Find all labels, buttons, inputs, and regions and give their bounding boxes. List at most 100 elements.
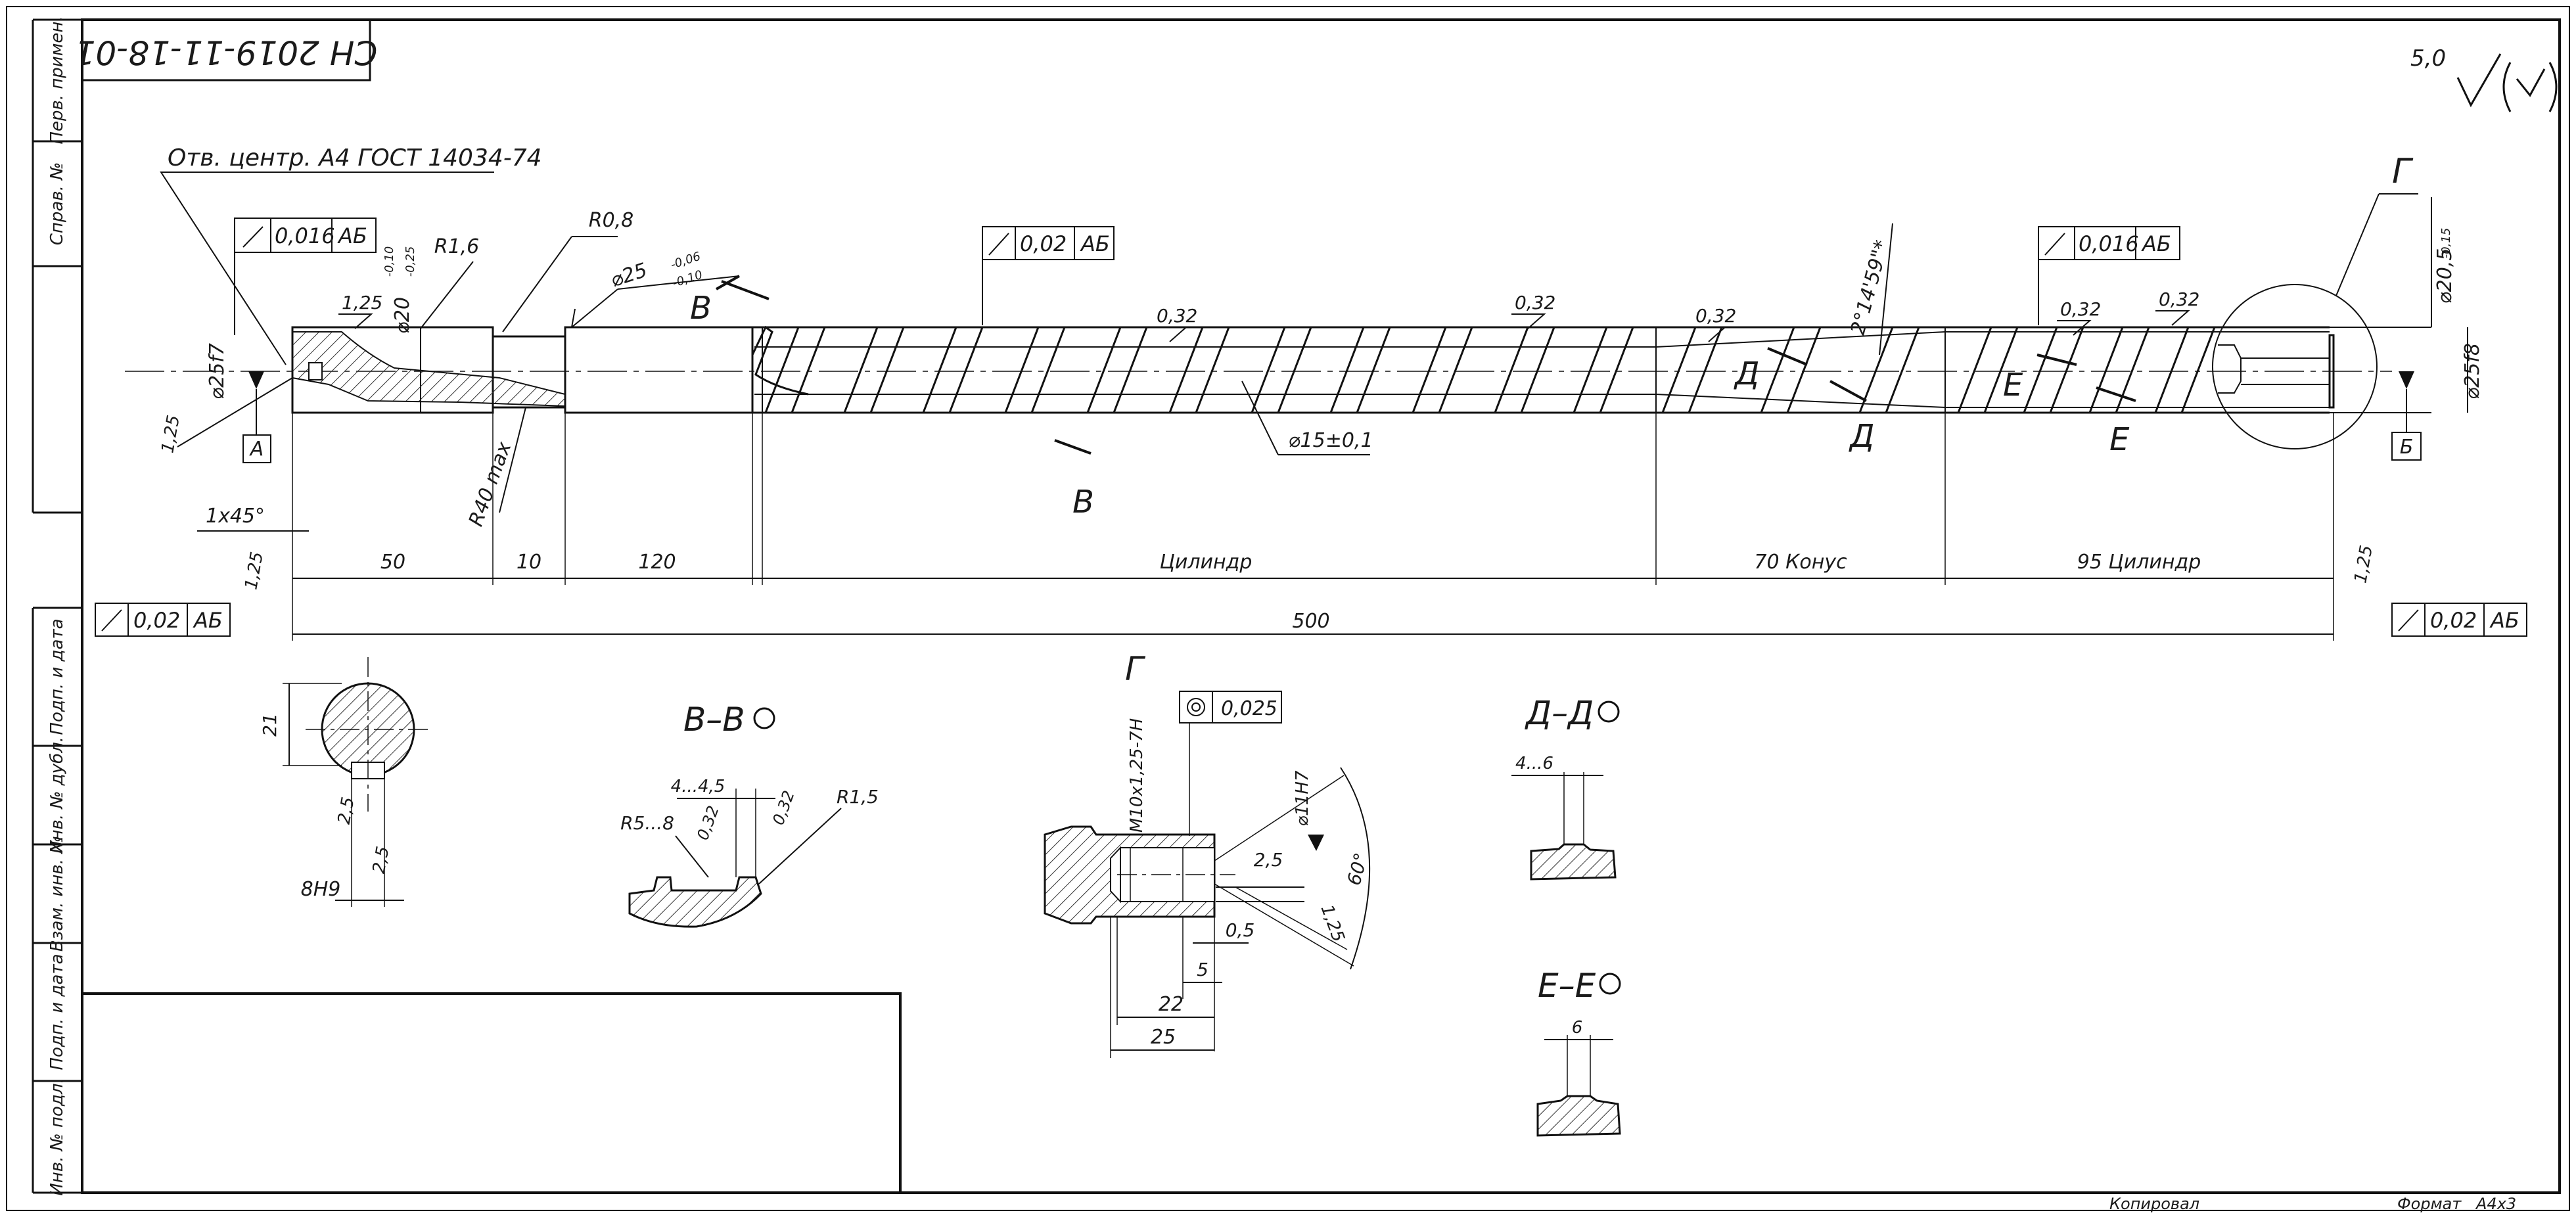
flight-segment bbox=[1250, 326, 1313, 414]
dia-25-tol-lo: -0,10 bbox=[671, 268, 704, 290]
section-vv-r2: R1,5 bbox=[837, 786, 879, 808]
tolerance-datum: АБ bbox=[337, 223, 367, 248]
tolerance-frame-left-top: 0,016 АБ bbox=[234, 218, 377, 335]
datum-b-marker: Б bbox=[2391, 371, 2422, 461]
surface-finish-symbol: 5,0 bbox=[2410, 45, 2558, 112]
section-mark-d-bottom: Д bbox=[1849, 418, 1875, 455]
section-vv-view: В–В 4...4,5 R5...8 0,32 0,32 R1,5 bbox=[620, 700, 879, 928]
section-ee-width: 6 bbox=[1572, 1018, 1583, 1038]
roughness-tick bbox=[1692, 327, 1727, 342]
edge-value: 1,25 bbox=[158, 414, 184, 455]
flight-segment bbox=[1086, 326, 1149, 414]
flight-segment bbox=[1329, 326, 1392, 414]
roughness-tick bbox=[2155, 310, 2190, 326]
flight-segment bbox=[1411, 326, 1474, 414]
tolerance-value: 0,02 bbox=[1020, 231, 1067, 256]
radius-r40: R40 max bbox=[465, 439, 517, 530]
detail-g-tolerance: 0,025 bbox=[1221, 697, 1277, 720]
roughness-value: 1,25 bbox=[342, 292, 382, 313]
datum-b-label: Б bbox=[2400, 436, 2414, 459]
tolerance-frame-bottom-left: 0,02 АБ bbox=[95, 603, 231, 637]
section-mark-v-bottom: В bbox=[1072, 484, 1094, 520]
roughness-tick bbox=[2057, 320, 2092, 336]
tolerance-value: 0,02 bbox=[2430, 608, 2477, 633]
key-height: 21 bbox=[259, 713, 281, 737]
dia-25f8: ⌀25f8 bbox=[2461, 343, 2484, 400]
section-vv-ra1: 0,32 bbox=[693, 803, 723, 842]
center-hole-text: Отв. центр. А4 ГОСТ 14034-74 bbox=[168, 145, 542, 172]
detail-g-thread: M10х1,25-7H bbox=[1127, 718, 1147, 833]
center-hole-section bbox=[292, 331, 566, 407]
side-label: Справ. № bbox=[47, 162, 67, 245]
flight-segment bbox=[1956, 326, 2019, 414]
dia-25f7: ⌀25f7 bbox=[206, 343, 229, 400]
flight-segment bbox=[1493, 326, 1556, 414]
tolerance-value: 0,016 bbox=[275, 223, 335, 248]
section-mark-e-top: Е bbox=[2003, 367, 2023, 403]
section-marks: В В Д Д Е Е bbox=[690, 275, 2136, 520]
radius-r08: R0,8 bbox=[589, 209, 634, 232]
section-ee-title: Е–Е bbox=[1538, 967, 1596, 1005]
format-label: Формат bbox=[2397, 1195, 2462, 1213]
radius-r16: R1,6 bbox=[434, 235, 480, 258]
center-hole-note: Отв. центр. А4 ГОСТ 14034-74 bbox=[160, 145, 542, 365]
flight-start bbox=[751, 325, 809, 396]
tolerance-value: 0,016 bbox=[2079, 231, 2139, 256]
key-depth2: 2,5 bbox=[369, 845, 394, 875]
edge-value: 1,25 bbox=[2351, 544, 2377, 585]
detail-g-d5: 5 bbox=[1197, 959, 1208, 980]
dim-120: 120 bbox=[638, 551, 676, 574]
roughness-tick bbox=[1511, 313, 1546, 329]
datum-a-label: А bbox=[249, 438, 264, 461]
side-columns bbox=[32, 18, 82, 1194]
edge-value: 1,25 bbox=[241, 551, 267, 591]
flight-segment bbox=[921, 326, 984, 414]
dia-20: ⌀20 bbox=[391, 297, 414, 334]
section-vv-ra2: 0,32 bbox=[769, 788, 798, 827]
stamp-text: СН 2019-11-18-01 bbox=[75, 34, 378, 72]
section-dd-width: 4...6 bbox=[1515, 754, 1553, 773]
screw-flights bbox=[751, 325, 2217, 414]
roughness-value: 0,32 bbox=[2060, 298, 2101, 320]
dia-20-tol-up: -0,10 bbox=[382, 246, 396, 277]
leaders bbox=[177, 197, 2468, 513]
extension-lines bbox=[292, 413, 2334, 641]
flight-segment bbox=[1759, 326, 1822, 414]
dimension-lines bbox=[197, 530, 2334, 635]
side-label: Инв. № дубл. bbox=[47, 737, 67, 854]
side-label: Взам. инв. № bbox=[47, 836, 67, 952]
detail-g-title: Г bbox=[1125, 650, 1146, 688]
section-vv-r1: R5...8 bbox=[620, 812, 674, 834]
side-label: Перв. примен. bbox=[47, 16, 67, 144]
dim-50: 50 bbox=[380, 551, 405, 574]
section-mark-d-top: Д bbox=[1734, 356, 1760, 392]
detail-g-view: Г 0,025 M10х1,25-7H ⌀11H7 60° 2,5 1,25 0… bbox=[1044, 650, 1372, 1058]
sheet-frame bbox=[6, 6, 2570, 1211]
side-label: Инв. № подл. bbox=[47, 1078, 67, 1195]
tolerance-value: 0,02 bbox=[133, 608, 180, 633]
detail-g-d25: 25 bbox=[1151, 1026, 1176, 1049]
flight-segment bbox=[764, 326, 827, 414]
section-vv-width: 4...4,5 bbox=[671, 777, 725, 796]
tolerance-frame-mid-top: 0,02 АБ bbox=[982, 226, 1115, 325]
key-section-view: 21 2,5 2,5 8H9 bbox=[259, 657, 430, 907]
side-label: Подп. и дата bbox=[47, 618, 67, 735]
flight-segment bbox=[1572, 326, 1635, 414]
flight-segment bbox=[1003, 326, 1067, 414]
dim-cone: 70 Конус bbox=[1754, 551, 1847, 574]
side-label: Подп. и дата bbox=[47, 953, 67, 1070]
detail-g-c1: 2,5 bbox=[1254, 849, 1283, 871]
flight-segment bbox=[1168, 326, 1231, 414]
section-mark-v-top: В bbox=[690, 290, 712, 327]
key-width: 8H9 bbox=[301, 878, 341, 901]
roughness-value: 0,32 bbox=[2159, 288, 2199, 310]
dia-20-5: ⌀20,5 bbox=[2433, 248, 2456, 304]
roughness-tick bbox=[1153, 327, 1188, 342]
detail-g-mark: Г bbox=[2392, 152, 2414, 191]
detail-g-angle: 60° bbox=[1343, 850, 1372, 887]
dim-10: 10 bbox=[517, 551, 541, 574]
dia-15: ⌀15±0,1 bbox=[1288, 429, 1373, 452]
section-ee-view: Е–Е 6 bbox=[1536, 967, 1621, 1137]
dimension-texts: 50 10 120 Цилиндр 70 Конус 95 Цилиндр 50… bbox=[158, 414, 2377, 633]
